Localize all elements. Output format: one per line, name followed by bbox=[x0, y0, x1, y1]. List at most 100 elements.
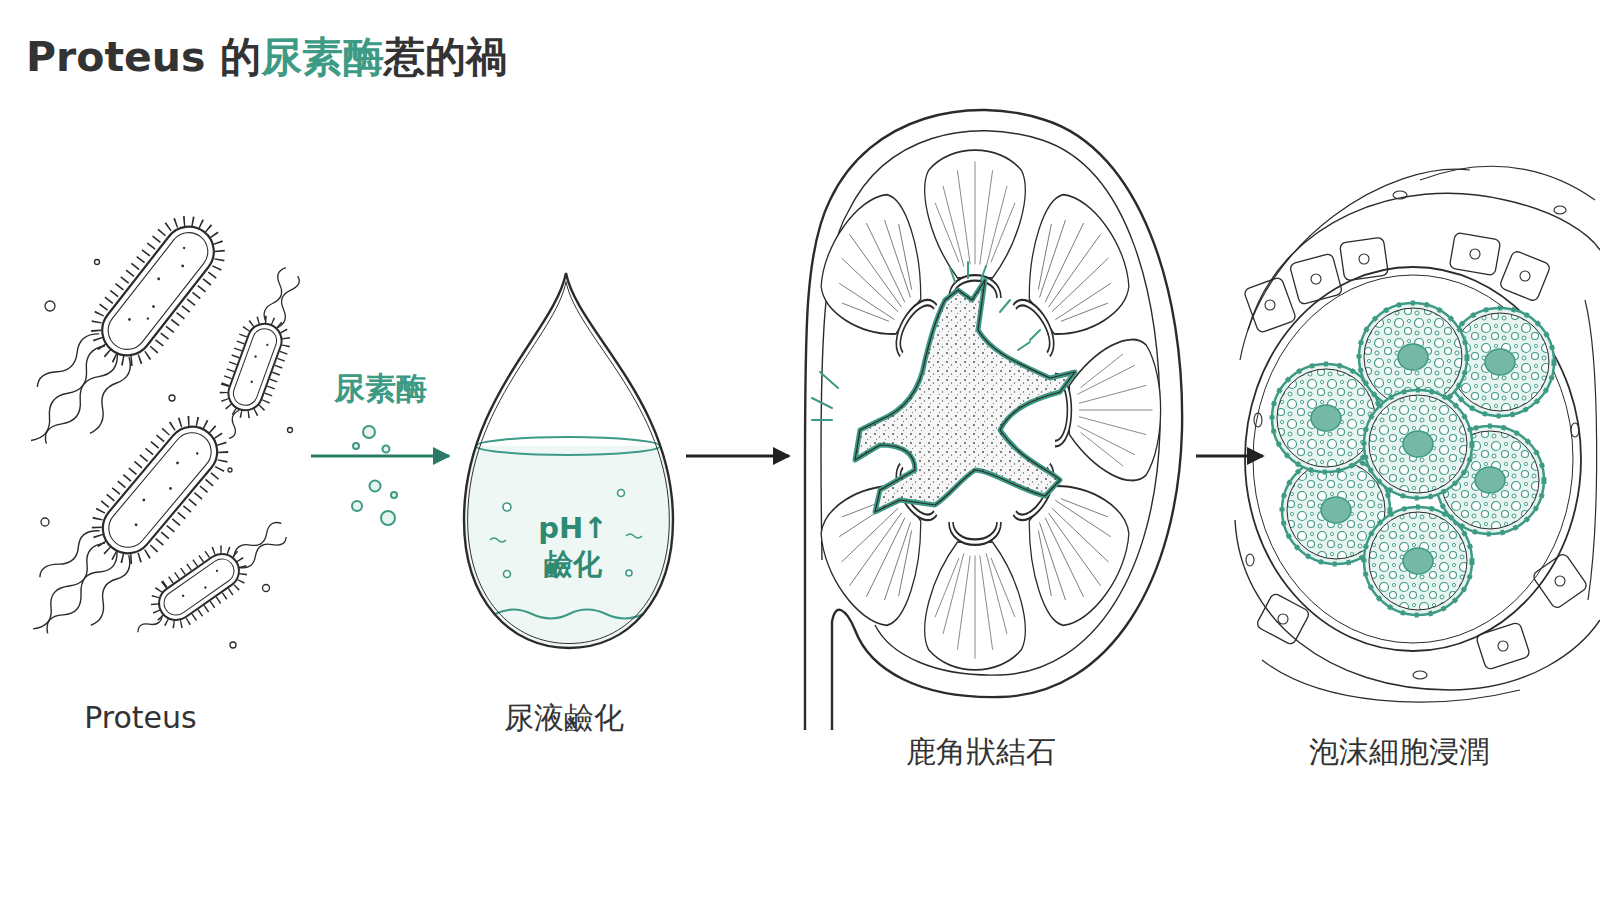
arrow-label: 尿素酶 bbox=[330, 369, 431, 408]
step-caption: 鹿角狀結石 bbox=[906, 733, 1056, 771]
bacterium-part bbox=[246, 341, 269, 384]
illustrated-step: Proteus bbox=[15, 195, 300, 740]
particles-part bbox=[95, 260, 100, 265]
bacterium-part bbox=[101, 425, 219, 555]
bacterium-part bbox=[38, 519, 100, 588]
tissue-part-part bbox=[1246, 554, 1254, 566]
bacterium-part bbox=[83, 408, 236, 573]
tissue-part-part bbox=[1520, 271, 1530, 281]
bacterium-part bbox=[218, 313, 293, 420]
bacterium-part bbox=[28, 539, 111, 634]
tissue-part bbox=[1253, 275, 1573, 643]
bacterium-part bbox=[126, 444, 200, 528]
urine-droplet-part bbox=[464, 273, 673, 648]
tissue-part-part bbox=[1476, 622, 1531, 670]
tissue-part-part bbox=[1498, 641, 1508, 651]
bacterium-part bbox=[159, 554, 238, 620]
bacterium bbox=[9, 404, 239, 658]
bacterium-part bbox=[152, 547, 245, 626]
tissue-part-part bbox=[1571, 423, 1579, 437]
flow-arrow bbox=[1196, 455, 1263, 458]
bacterium-part bbox=[181, 569, 223, 602]
bacterium-part bbox=[146, 541, 252, 633]
tissue-part-part bbox=[1499, 250, 1551, 302]
bacterium-part bbox=[230, 325, 280, 408]
tissue-part-part bbox=[1555, 576, 1565, 586]
inner-label: pH↑ 鹼化 bbox=[531, 510, 615, 583]
particles-part bbox=[263, 585, 270, 592]
bacterium-part bbox=[41, 349, 123, 448]
bacterium-part bbox=[93, 416, 228, 563]
bacterium-part-part bbox=[266, 343, 269, 346]
illustrated-step: pH↑ 鹼化尿液鹼化 bbox=[458, 270, 680, 740]
bacterium-part bbox=[35, 322, 99, 397]
kidney-part bbox=[925, 150, 1026, 298]
tissue-part bbox=[1420, 166, 1595, 200]
kidney-part bbox=[805, 110, 1182, 730]
urine-droplet-part bbox=[476, 437, 660, 455]
bacterium-part bbox=[261, 266, 290, 324]
bacterium-part bbox=[77, 357, 144, 435]
tissue-part bbox=[1243, 232, 1588, 670]
bacterium-part bbox=[126, 245, 198, 329]
bacterium-part-part bbox=[146, 317, 149, 320]
bacterium-part bbox=[225, 409, 243, 440]
step-caption: 泡沫細胞浸潤 bbox=[1309, 733, 1489, 771]
tissue-part-part bbox=[1470, 249, 1480, 259]
bacterium bbox=[124, 509, 297, 648]
impact-lines bbox=[812, 262, 1040, 420]
urine-droplet-part-part bbox=[503, 503, 511, 511]
impact-lines-part bbox=[812, 372, 838, 420]
tissue-part-part bbox=[1554, 206, 1566, 214]
bacterium-part-part bbox=[196, 452, 199, 455]
bacterium-part bbox=[101, 225, 216, 357]
tissue-part-part bbox=[1243, 277, 1296, 334]
urine-droplet-part-part bbox=[504, 571, 511, 578]
bacterium-part bbox=[272, 274, 301, 330]
bacterium-part-part bbox=[176, 461, 180, 465]
tissue-part-part bbox=[1311, 274, 1321, 284]
urine-droplet-part-part bbox=[618, 490, 625, 497]
flow-arrow bbox=[686, 455, 789, 458]
staghorn-stone bbox=[855, 280, 1075, 512]
tissue-part-part bbox=[1278, 614, 1288, 624]
illustrated-step: 鹿角狀結石 bbox=[795, 100, 1190, 770]
bacterium-part-part bbox=[134, 523, 138, 527]
tissue-part-part bbox=[1254, 413, 1262, 427]
staghorn-stone-part bbox=[855, 280, 1075, 512]
kidney-part bbox=[1055, 340, 1161, 481]
impact-lines-part bbox=[950, 262, 986, 282]
tissue bbox=[1235, 166, 1600, 702]
bacterium-part-part bbox=[254, 355, 257, 358]
staghorn-stone-part bbox=[855, 280, 1075, 512]
tissue-part-part bbox=[1289, 253, 1342, 305]
tissue-part-part bbox=[1265, 300, 1275, 310]
bacterium-part-part bbox=[182, 246, 185, 249]
tissue-part-part bbox=[1413, 671, 1427, 679]
particles-part bbox=[45, 301, 55, 311]
bubbles-part bbox=[352, 501, 362, 511]
step-caption: Proteus bbox=[84, 699, 196, 737]
flow-arrow bbox=[311, 455, 449, 458]
bacterium-part-part bbox=[204, 586, 207, 589]
step-caption: 尿液鹼化 bbox=[504, 699, 624, 737]
tissue-part-part bbox=[1393, 191, 1407, 199]
bacterium-part-part bbox=[215, 569, 218, 572]
bacterium-part-part bbox=[250, 380, 253, 383]
bacterium-part bbox=[136, 612, 165, 636]
title: Proteus 的尿素酶惹的禍 bbox=[26, 32, 507, 83]
urine-droplet bbox=[450, 273, 690, 666]
bacterium-part bbox=[26, 342, 111, 445]
bacterium-part-part bbox=[142, 498, 146, 502]
bubbles-part bbox=[383, 446, 390, 453]
kidney-part bbox=[925, 522, 1026, 670]
tissue-part bbox=[1364, 390, 1472, 498]
particles-part bbox=[230, 642, 236, 648]
tissue-part bbox=[1585, 300, 1597, 600]
tissue-part-part bbox=[1256, 592, 1311, 645]
particles-part bbox=[288, 428, 293, 433]
bubbles-part bbox=[370, 481, 381, 492]
tissue-part bbox=[1262, 660, 1520, 702]
bacterium-part-part bbox=[181, 594, 184, 597]
